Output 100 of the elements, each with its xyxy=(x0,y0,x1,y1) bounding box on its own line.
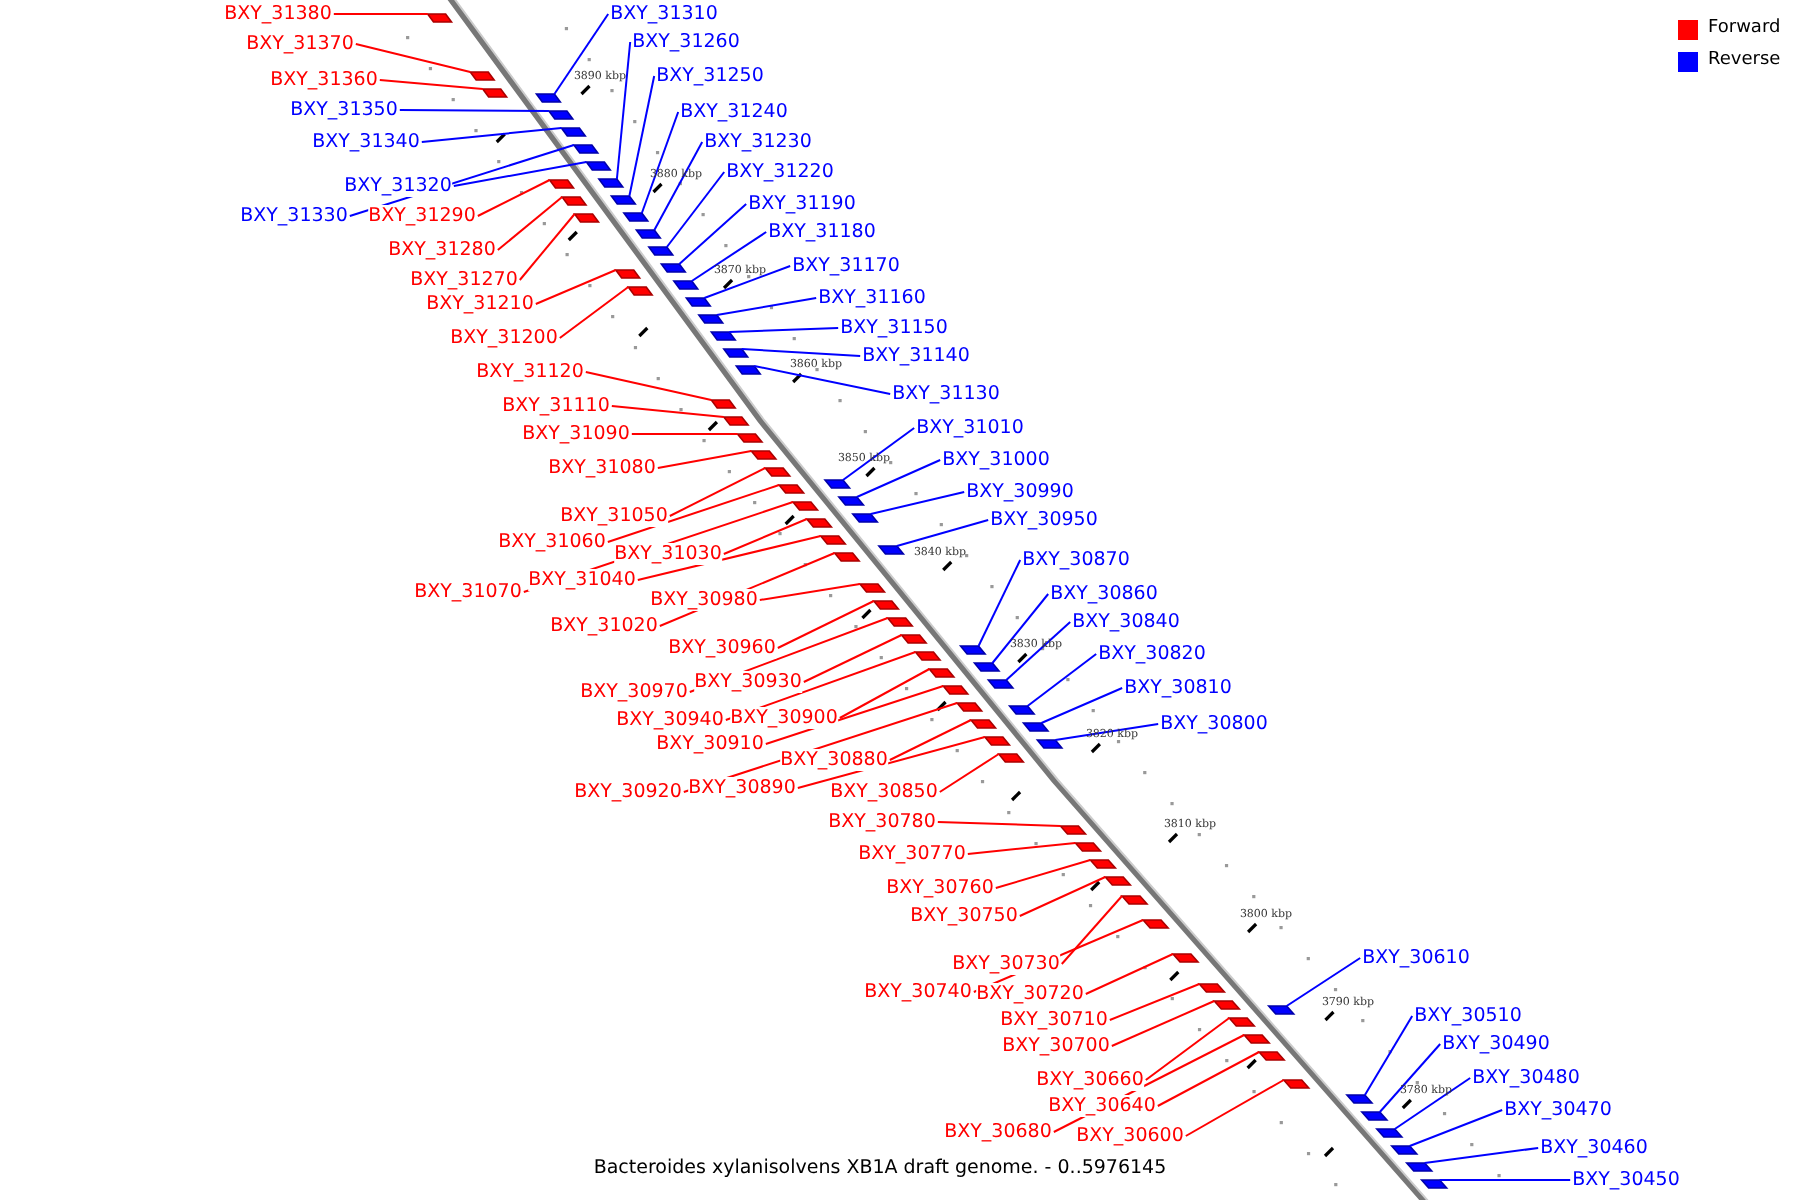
gene-label: BXY_30890 xyxy=(688,777,796,799)
gene-label: BXY_30740 xyxy=(864,981,972,1003)
leader-line xyxy=(610,405,725,418)
leader-line xyxy=(1108,983,1201,1021)
gene-block xyxy=(1227,1017,1256,1027)
gene-block xyxy=(832,552,861,562)
gene-label: BXY_31280 xyxy=(388,239,496,261)
gene-block xyxy=(1266,1005,1296,1015)
gene-label: BXY_31330 xyxy=(240,205,348,227)
gene-block xyxy=(634,229,662,239)
leader-line xyxy=(1408,1109,1504,1147)
gene-block xyxy=(1171,953,1200,963)
gene-label: BXY_30840 xyxy=(1072,611,1180,633)
gene-label: BXY_30510 xyxy=(1414,1005,1522,1027)
gene-block xyxy=(1141,919,1170,929)
gene-block xyxy=(614,269,642,279)
gene-label: BXY_30930 xyxy=(694,671,802,693)
gene-label: BXY_31020 xyxy=(550,615,658,637)
gene-label: BXY_30460 xyxy=(1540,1137,1648,1159)
gene-block xyxy=(735,433,764,443)
gene-block xyxy=(837,496,866,506)
leader-line xyxy=(1084,953,1174,995)
gene-label: BXY_31160 xyxy=(818,287,926,309)
gene-block xyxy=(534,93,562,103)
gene-block xyxy=(709,399,737,409)
gene-block xyxy=(913,651,942,661)
gene-label: BXY_31000 xyxy=(942,449,1050,471)
gene-label: BXY_31220 xyxy=(726,161,834,183)
gene-label: BXY_31270 xyxy=(410,269,518,291)
leader-line xyxy=(678,203,748,265)
leader-line xyxy=(888,719,972,761)
leader-line xyxy=(378,79,484,90)
gene-block xyxy=(1242,1034,1271,1044)
leader-line xyxy=(740,348,862,357)
gene-block xyxy=(983,736,1012,746)
gene-block xyxy=(997,753,1025,763)
gene-label: BXY_30600 xyxy=(1076,1125,1184,1147)
leader-line xyxy=(838,668,931,719)
gene-label: BXY_31090 xyxy=(522,423,630,445)
gene-block xyxy=(805,518,834,528)
gene-block xyxy=(672,280,700,290)
leader-line xyxy=(558,286,630,339)
leader-line xyxy=(715,297,818,316)
leader-line xyxy=(1285,957,1362,1007)
gene-block xyxy=(584,161,612,171)
gene-label: BXY_31350 xyxy=(290,99,398,121)
leader-line xyxy=(869,491,966,515)
gene-label: BXY_31200 xyxy=(450,327,558,349)
gene-label: BXY_31360 xyxy=(270,69,378,91)
gene-label: BXY_31240 xyxy=(680,101,788,123)
gene-block xyxy=(1389,1145,1419,1155)
leader-line xyxy=(1363,1015,1414,1096)
gene-block xyxy=(823,479,852,489)
gene-label: BXY_30960 xyxy=(668,637,776,659)
leader-line xyxy=(1026,653,1098,707)
gene-label: BXY_30900 xyxy=(730,707,838,729)
gene-label: BXY_30990 xyxy=(966,481,1074,503)
leader-line xyxy=(690,231,768,282)
gene-block xyxy=(1281,1079,1311,1089)
gene-block xyxy=(559,127,587,137)
gene-label: BXY_31040 xyxy=(528,569,636,591)
leader-line xyxy=(553,13,610,95)
leader-line xyxy=(1040,687,1124,724)
gene-block xyxy=(1360,1111,1389,1121)
gene-label: BXY_30850 xyxy=(830,781,938,803)
leader-line xyxy=(534,269,617,305)
leader-line xyxy=(776,600,875,649)
leader-line xyxy=(615,41,632,180)
gene-label: BXY_30910 xyxy=(656,733,764,755)
gene-block xyxy=(722,416,750,426)
gene-label: BXY_31370 xyxy=(246,33,354,55)
caption: Bacteroides xylanisolvens XB1A draft genome. - 0..5976145 xyxy=(593,1157,1167,1179)
leader-line xyxy=(1438,1179,1572,1181)
gene-block xyxy=(468,71,496,81)
gene-block xyxy=(969,719,998,729)
gene-label: BXY_31230 xyxy=(704,131,812,153)
leader-line xyxy=(1144,1017,1231,1081)
gene-block xyxy=(1058,825,1088,835)
gene-block xyxy=(722,348,750,358)
gene-label: BXY_31290 xyxy=(368,205,476,227)
legend-label: Reverse xyxy=(1708,50,1781,70)
leader-line xyxy=(1393,1077,1472,1130)
gene-block xyxy=(877,545,906,555)
gene-label: BXY_31210 xyxy=(426,293,534,315)
leader-line xyxy=(758,583,861,601)
leader-line xyxy=(476,179,551,217)
gene-label: BXY_31380 xyxy=(224,3,332,25)
gene-label: BXY_31260 xyxy=(632,31,740,53)
gene-block xyxy=(1103,876,1133,886)
gene-block xyxy=(1073,842,1103,852)
leader-line xyxy=(1018,876,1107,917)
gene-label: BXY_30470 xyxy=(1504,1099,1612,1121)
gene-block xyxy=(1345,1094,1374,1104)
gene-label: BXY_30980 xyxy=(650,589,758,611)
gene-block xyxy=(1007,705,1036,715)
gene-label: BXY_30920 xyxy=(574,781,682,803)
gene-label: BXY_30870 xyxy=(1022,549,1130,571)
gene-block xyxy=(1212,1000,1242,1010)
leader-line xyxy=(584,371,713,401)
gene-block xyxy=(1120,895,1149,905)
